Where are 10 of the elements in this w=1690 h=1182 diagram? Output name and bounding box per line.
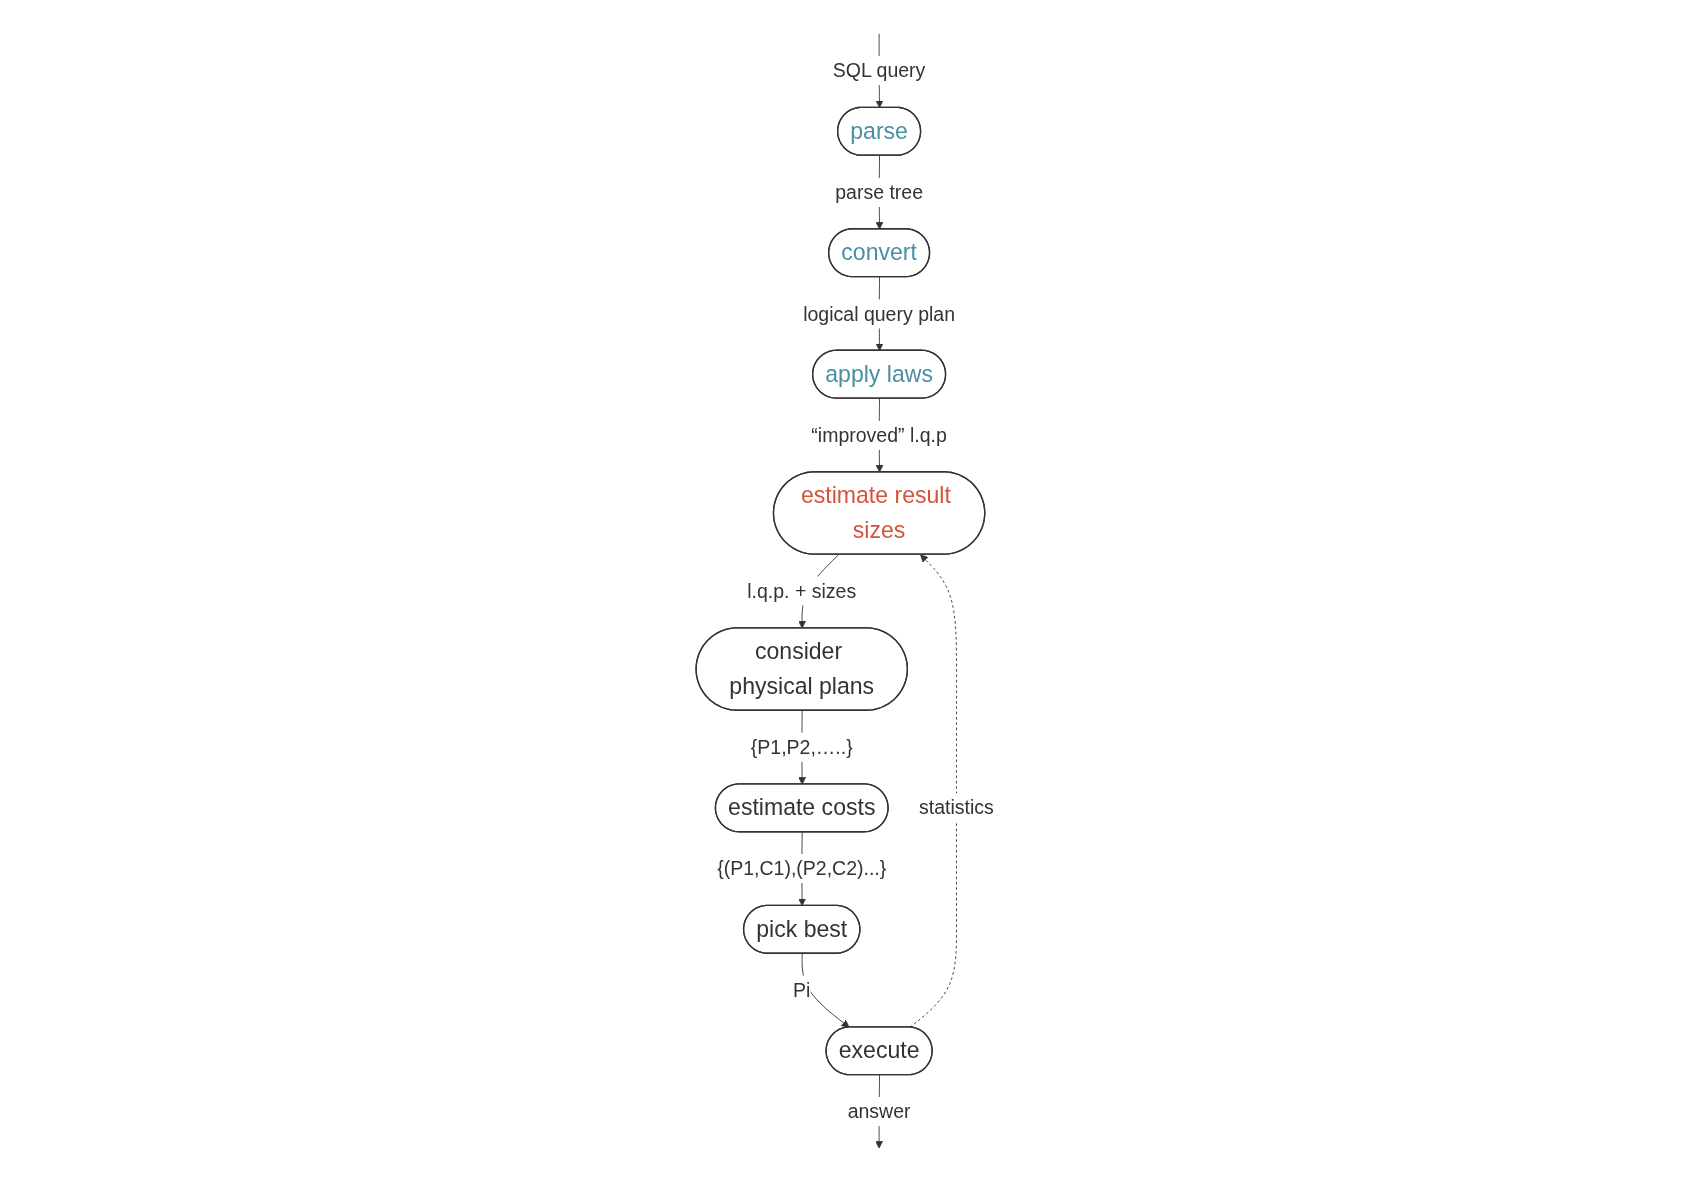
edge-label: l.q.p. + sizes [747,579,857,603]
edge-label: parse tree [835,181,924,204]
edge-label: Pi [793,978,811,1002]
edge-label: {P1,P2,…..} [750,735,853,759]
edge-label: {(P1,C1),(P2,C2)...} [717,857,887,880]
edge-label: logical query plan [803,302,956,325]
edge-label: statistics [919,796,994,819]
edge-label: answer [847,1100,911,1123]
edge-label: SQL query [832,59,926,82]
edge-label: “improved” l.q.p [811,424,947,447]
